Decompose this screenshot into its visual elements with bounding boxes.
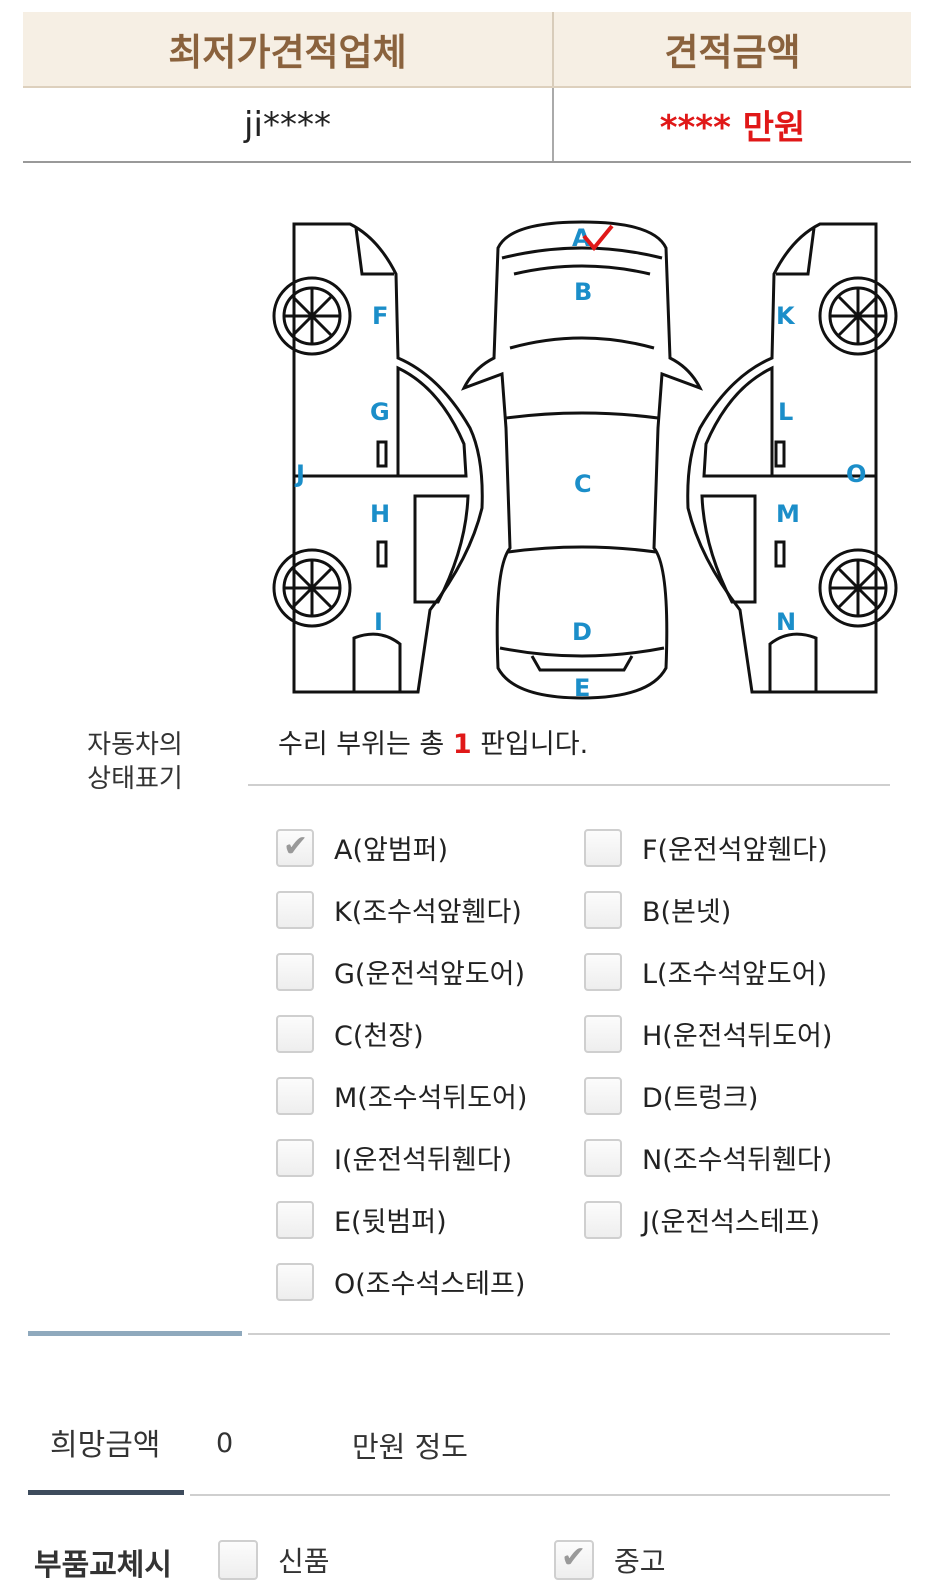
section-divider: [248, 1333, 890, 1335]
repair-prefix: 수리 부위는 총: [278, 729, 445, 760]
car-condition-label-line1: 자동차의: [87, 730, 183, 760]
estimate-table-header: 최저가견적업체 견적금액: [23, 12, 911, 86]
option-used[interactable]: 중고: [554, 1540, 666, 1580]
part-checkbox-g[interactable]: G(운전석앞도어): [276, 952, 525, 991]
option-used-label: 중고: [614, 1545, 666, 1578]
part-label: D(트렁크): [642, 1083, 759, 1114]
car-condition-label: 자동차의 상태표기: [60, 728, 210, 796]
part-checkbox-i[interactable]: I(운전석뒤휀다): [276, 1138, 512, 1177]
part-checkbox-d[interactable]: D(트렁크): [584, 1076, 758, 1115]
section-divider-accent: [28, 1331, 242, 1336]
part-label: H(운전석뒤도어): [642, 1021, 833, 1052]
left-car-window-2: [396, 365, 468, 478]
estimate-table-row: ji**** **** 만원: [23, 86, 911, 163]
checkbox-icon[interactable]: [584, 1014, 622, 1053]
right-car-body: [686, 222, 878, 694]
part-label: F(운전석앞휀다): [642, 835, 828, 866]
header-amount: 견적금액: [664, 31, 801, 74]
diagram-label-i: I: [374, 608, 383, 636]
part-checkbox-h[interactable]: H(운전석뒤도어): [584, 1014, 832, 1053]
option-new[interactable]: 신품: [218, 1540, 330, 1580]
diagram-label-c: C: [574, 470, 592, 498]
wish-amount-unit: 만원 정도: [352, 1430, 468, 1464]
part-label: N(조수석뒤휀다): [642, 1145, 833, 1176]
diagram-label-o: O: [846, 460, 866, 488]
checkbox-icon[interactable]: [276, 1200, 314, 1239]
checkbox-icon[interactable]: [276, 828, 314, 867]
repair-suffix: 판입니다.: [480, 729, 589, 760]
checkbox-icon[interactable]: [276, 890, 314, 929]
part-label: M(조수석뒤도어): [334, 1083, 528, 1114]
diagram-label-f: F: [372, 302, 388, 330]
part-checkbox-c[interactable]: C(천장): [276, 1014, 424, 1053]
part-checkbox-b[interactable]: B(본넷): [584, 890, 731, 929]
checkbox-icon[interactable]: [584, 890, 622, 929]
checkbox-icon[interactable]: [584, 1200, 622, 1239]
parts-change-label: 부품교체시: [34, 1548, 172, 1583]
diagram-label-n: N: [776, 608, 796, 636]
checkbox-icon[interactable]: [218, 1540, 258, 1580]
part-label: O(조수석스테프): [334, 1269, 526, 1300]
diagram-label-e: E: [574, 674, 590, 702]
check-mark-icon: [582, 224, 614, 252]
checkbox-icon[interactable]: [554, 1540, 594, 1580]
part-checkbox-a[interactable]: A(앞범퍼): [276, 828, 448, 867]
left-car-body: [292, 222, 484, 694]
diagram-label-k: K: [776, 302, 796, 330]
wish-amount-underline-accent: [28, 1490, 184, 1495]
diagram-label-l: L: [778, 398, 793, 426]
checkbox-icon[interactable]: [276, 1076, 314, 1115]
checkbox-icon[interactable]: [584, 1076, 622, 1115]
part-label: G(운전석앞도어): [334, 959, 526, 990]
diagram-label-a: A: [572, 224, 591, 252]
company-value: ji****: [23, 88, 554, 161]
divider: [248, 784, 890, 786]
checkbox-icon[interactable]: [584, 1138, 622, 1177]
diagram-label-b: B: [574, 278, 592, 306]
header-company: 최저가견적업체: [23, 12, 554, 86]
wish-amount-input[interactable]: 0: [216, 1428, 234, 1459]
part-label: E(뒷범퍼): [334, 1207, 447, 1238]
left-car-window: [354, 227, 394, 276]
part-checkbox-f[interactable]: F(운전석앞휀다): [584, 828, 828, 867]
part-checkbox-l[interactable]: L(조수석앞도어): [584, 952, 827, 991]
left-car-tail: [352, 632, 402, 692]
diagram-label-j: J: [294, 460, 305, 488]
part-label: J(운전석스테프): [642, 1207, 821, 1238]
top-car-body: [460, 220, 704, 700]
part-checkbox-o[interactable]: O(조수석스테프): [276, 1262, 525, 1301]
diagram-label-g: G: [370, 398, 390, 426]
left-car-window-3: [413, 494, 470, 604]
part-checkbox-e[interactable]: E(뒷범퍼): [276, 1200, 447, 1239]
part-label: C(천장): [334, 1021, 424, 1052]
part-checkbox-k[interactable]: K(조수석앞휀다): [276, 890, 522, 929]
checkbox-icon[interactable]: [276, 1262, 314, 1301]
wish-amount-label: 희망금액: [50, 1428, 161, 1463]
amount-value: **** 만원: [659, 108, 806, 148]
part-label: A(앞범퍼): [334, 835, 449, 866]
part-label: K(조수석앞휀다): [334, 897, 522, 928]
repair-count-text: 수리 부위는 총 1 판입니다.: [278, 722, 588, 761]
part-label: L(조수석앞도어): [642, 959, 828, 990]
checkbox-icon[interactable]: [584, 952, 622, 991]
part-label: I(운전석뒤휀다): [334, 1145, 513, 1176]
checkbox-icon[interactable]: [584, 828, 622, 867]
checkbox-icon[interactable]: [276, 1014, 314, 1053]
diagram-label-d: D: [572, 618, 592, 646]
car-diagram: A B C D E F G H I J K L M N O: [272, 220, 898, 702]
estimate-table: 최저가견적업체 견적금액 ji**** **** 만원: [23, 12, 911, 163]
diagram-label-m: M: [776, 500, 800, 528]
part-label: B(본넷): [642, 897, 732, 928]
part-checkbox-n[interactable]: N(조수석뒤휀다): [584, 1138, 832, 1177]
part-checkbox-j[interactable]: J(운전석스테프): [584, 1200, 820, 1239]
diagram-label-h: H: [370, 500, 390, 528]
repair-count: 1: [452, 729, 472, 760]
wish-amount-underline: [190, 1494, 890, 1496]
part-checkbox-m[interactable]: M(조수석뒤도어): [276, 1076, 527, 1115]
checkbox-icon[interactable]: [276, 952, 314, 991]
option-new-label: 신품: [278, 1545, 330, 1578]
checkbox-icon[interactable]: [276, 1138, 314, 1177]
car-condition-label-line2: 상태표기: [87, 764, 183, 794]
